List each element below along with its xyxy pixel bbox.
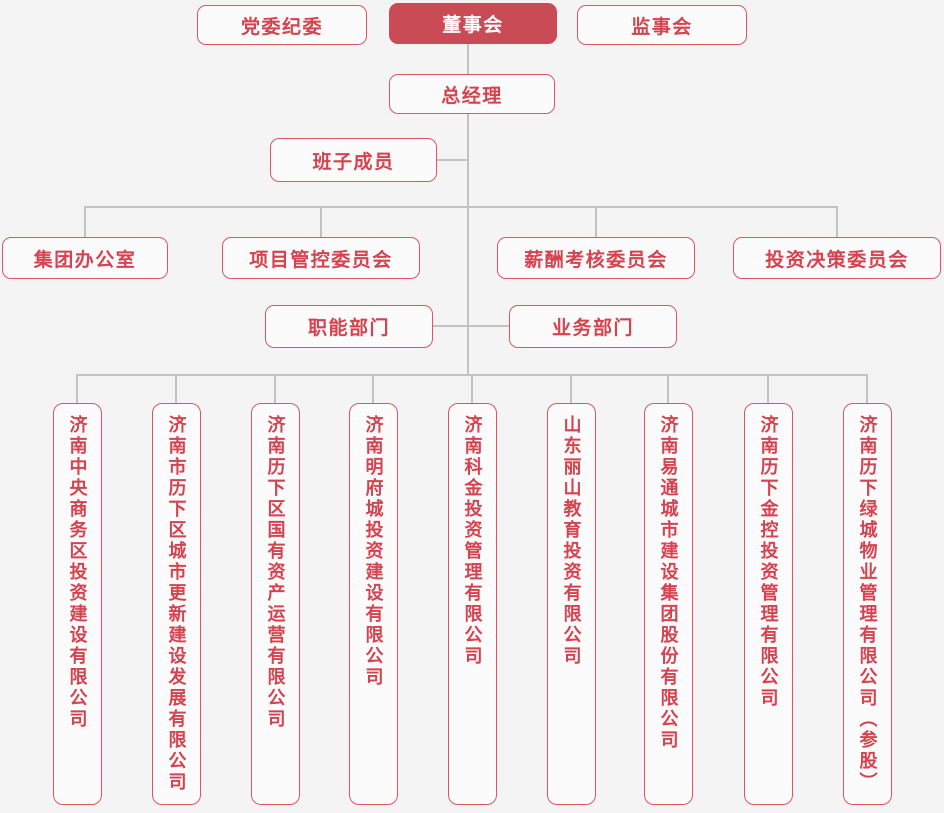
connector-line xyxy=(433,325,467,327)
subsidiary-label: 济南中央商务区投资建设有限公司 xyxy=(67,415,88,730)
node-subsidiary-4: 济南明府城投资建设有限公司 xyxy=(349,403,398,805)
node-general-manager: 总经理 xyxy=(389,74,555,114)
node-functional-departments: 职能部门 xyxy=(265,305,433,348)
node-project-control-committee: 项目管控委员会 xyxy=(222,237,420,279)
connector-line xyxy=(836,208,838,237)
connector-line xyxy=(471,376,473,403)
node-party-discipline-committee: 党委纪委 xyxy=(197,5,367,45)
connector-line xyxy=(84,206,838,208)
subsidiary-label: 济南历下区国有资产运营有限公司 xyxy=(265,415,286,730)
connector-line xyxy=(467,44,469,74)
connector-line xyxy=(667,376,669,403)
connector-line xyxy=(320,208,322,237)
connector-line xyxy=(767,376,769,403)
connector-line xyxy=(274,376,276,403)
connector-line xyxy=(437,159,467,161)
connector-line xyxy=(175,376,177,403)
connector-line xyxy=(372,376,374,403)
subsidiary-label: 济南明府城投资建设有限公司 xyxy=(363,415,384,688)
connector-line xyxy=(76,376,78,403)
connector-line xyxy=(469,325,510,327)
node-subsidiary-8: 济南历下金控投资管理有限公司 xyxy=(744,403,793,805)
node-investment-decision-committee: 投资决策委员会 xyxy=(733,237,941,279)
node-group-office: 集团办公室 xyxy=(2,237,168,279)
node-subsidiary-3: 济南历下区国有资产运营有限公司 xyxy=(251,403,300,805)
subsidiary-label: 济南市历下区城市更新建设发展有限公司 xyxy=(166,415,187,793)
connector-line xyxy=(866,376,868,403)
subsidiary-label: 济南历下绿城物业管理有限公司（参股） xyxy=(857,415,878,793)
node-subsidiary-6: 山东丽山教育投资有限公司 xyxy=(547,403,596,805)
node-supervisory-board: 监事会 xyxy=(577,5,747,45)
node-board-of-directors: 董事会 xyxy=(389,3,557,44)
node-subsidiary-9: 济南历下绿城物业管理有限公司（参股） xyxy=(843,403,892,805)
node-subsidiary-2: 济南市历下区城市更新建设发展有限公司 xyxy=(152,403,201,805)
node-business-departments: 业务部门 xyxy=(509,305,677,348)
node-subsidiary-1: 济南中央商务区投资建设有限公司 xyxy=(53,403,102,805)
node-subsidiary-5: 济南科金投资管理有限公司 xyxy=(448,403,497,805)
subsidiary-label: 山东丽山教育投资有限公司 xyxy=(561,415,582,667)
subsidiary-label: 济南历下金控投资管理有限公司 xyxy=(758,415,779,709)
subsidiary-label: 济南易通城市建设集团股份有限公司 xyxy=(658,415,679,751)
node-compensation-assessment-committee: 薪酬考核委员会 xyxy=(497,237,695,279)
connector-line xyxy=(467,114,469,376)
connector-line xyxy=(76,374,868,376)
connector-line xyxy=(595,208,597,237)
node-subsidiary-7: 济南易通城市建设集团股份有限公司 xyxy=(644,403,693,805)
node-leadership-team: 班子成员 xyxy=(270,138,437,182)
connector-line xyxy=(84,208,86,237)
subsidiary-label: 济南科金投资管理有限公司 xyxy=(462,415,483,667)
connector-line xyxy=(570,376,572,403)
